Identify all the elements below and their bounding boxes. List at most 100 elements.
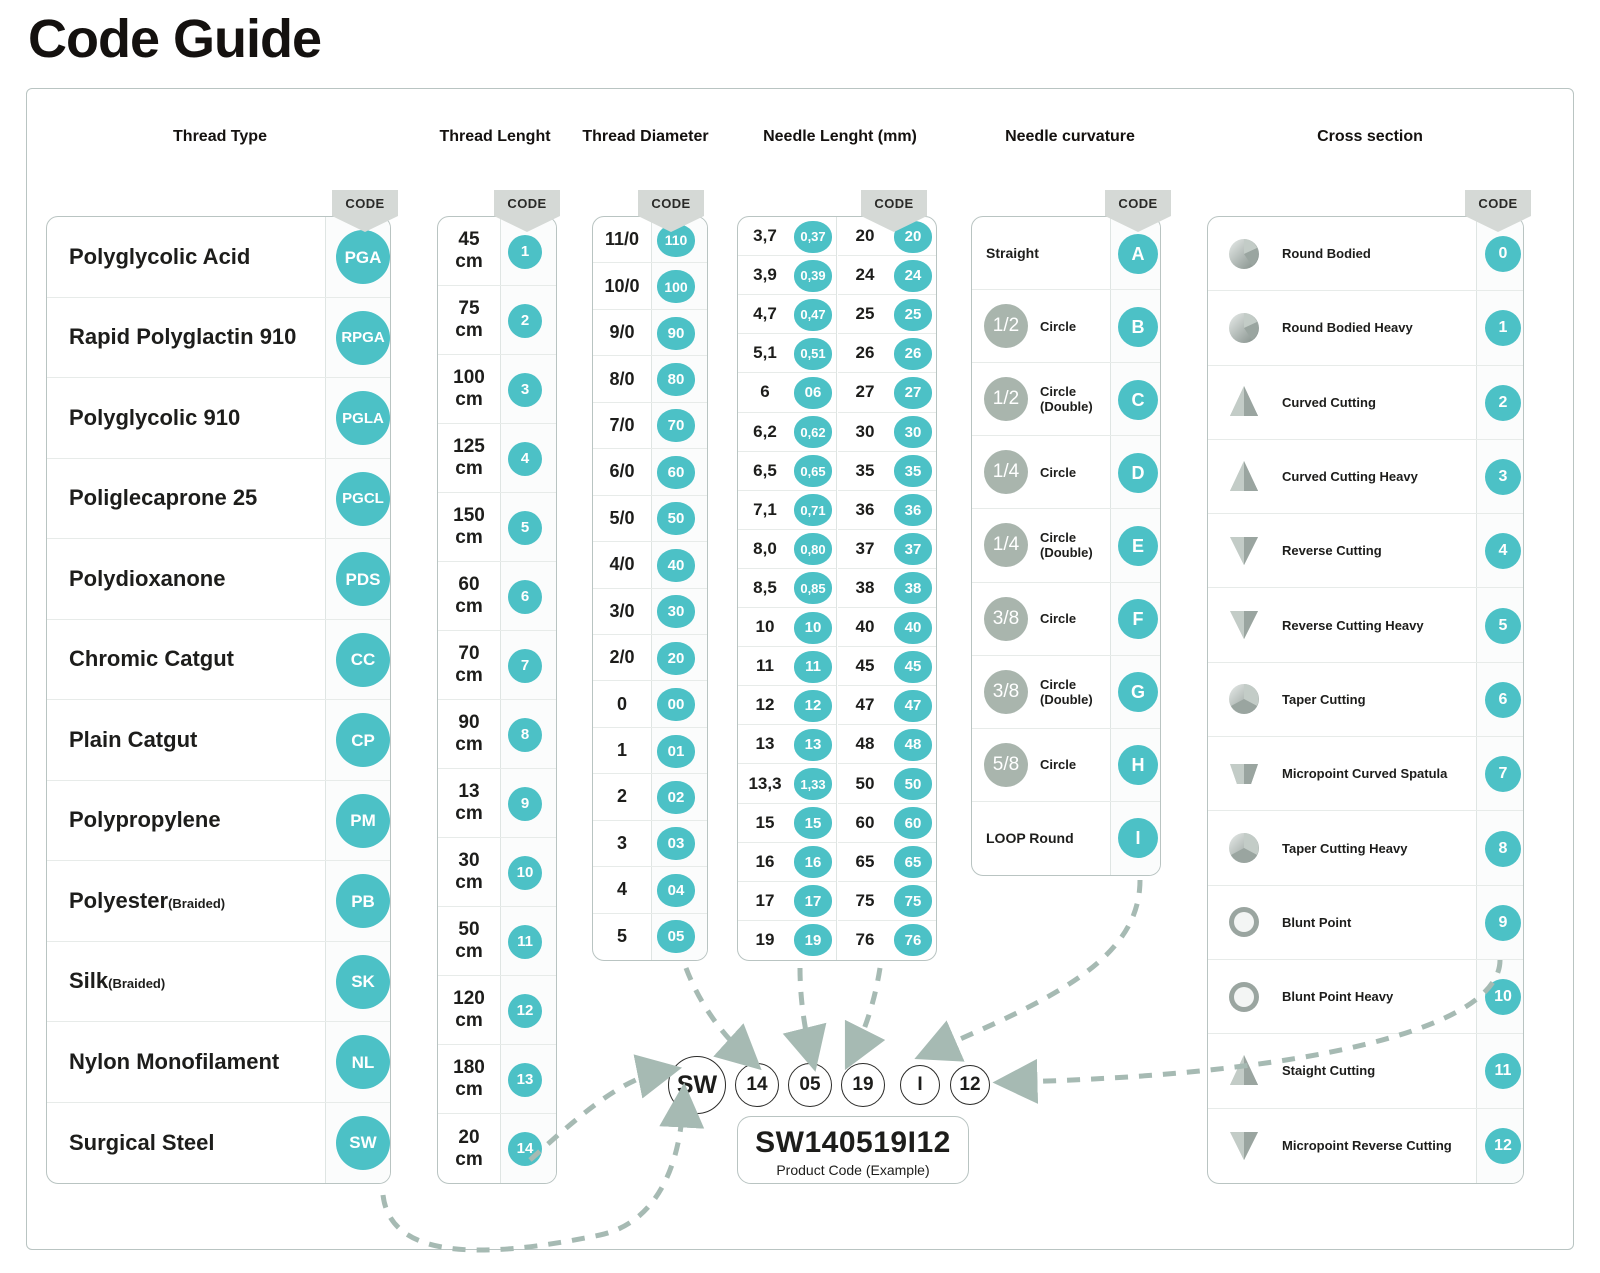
thread-type-row[interactable]: Silk(Braided)SK <box>47 942 390 1022</box>
thread-type-row[interactable]: Polyester(Braided)PB <box>47 861 390 942</box>
